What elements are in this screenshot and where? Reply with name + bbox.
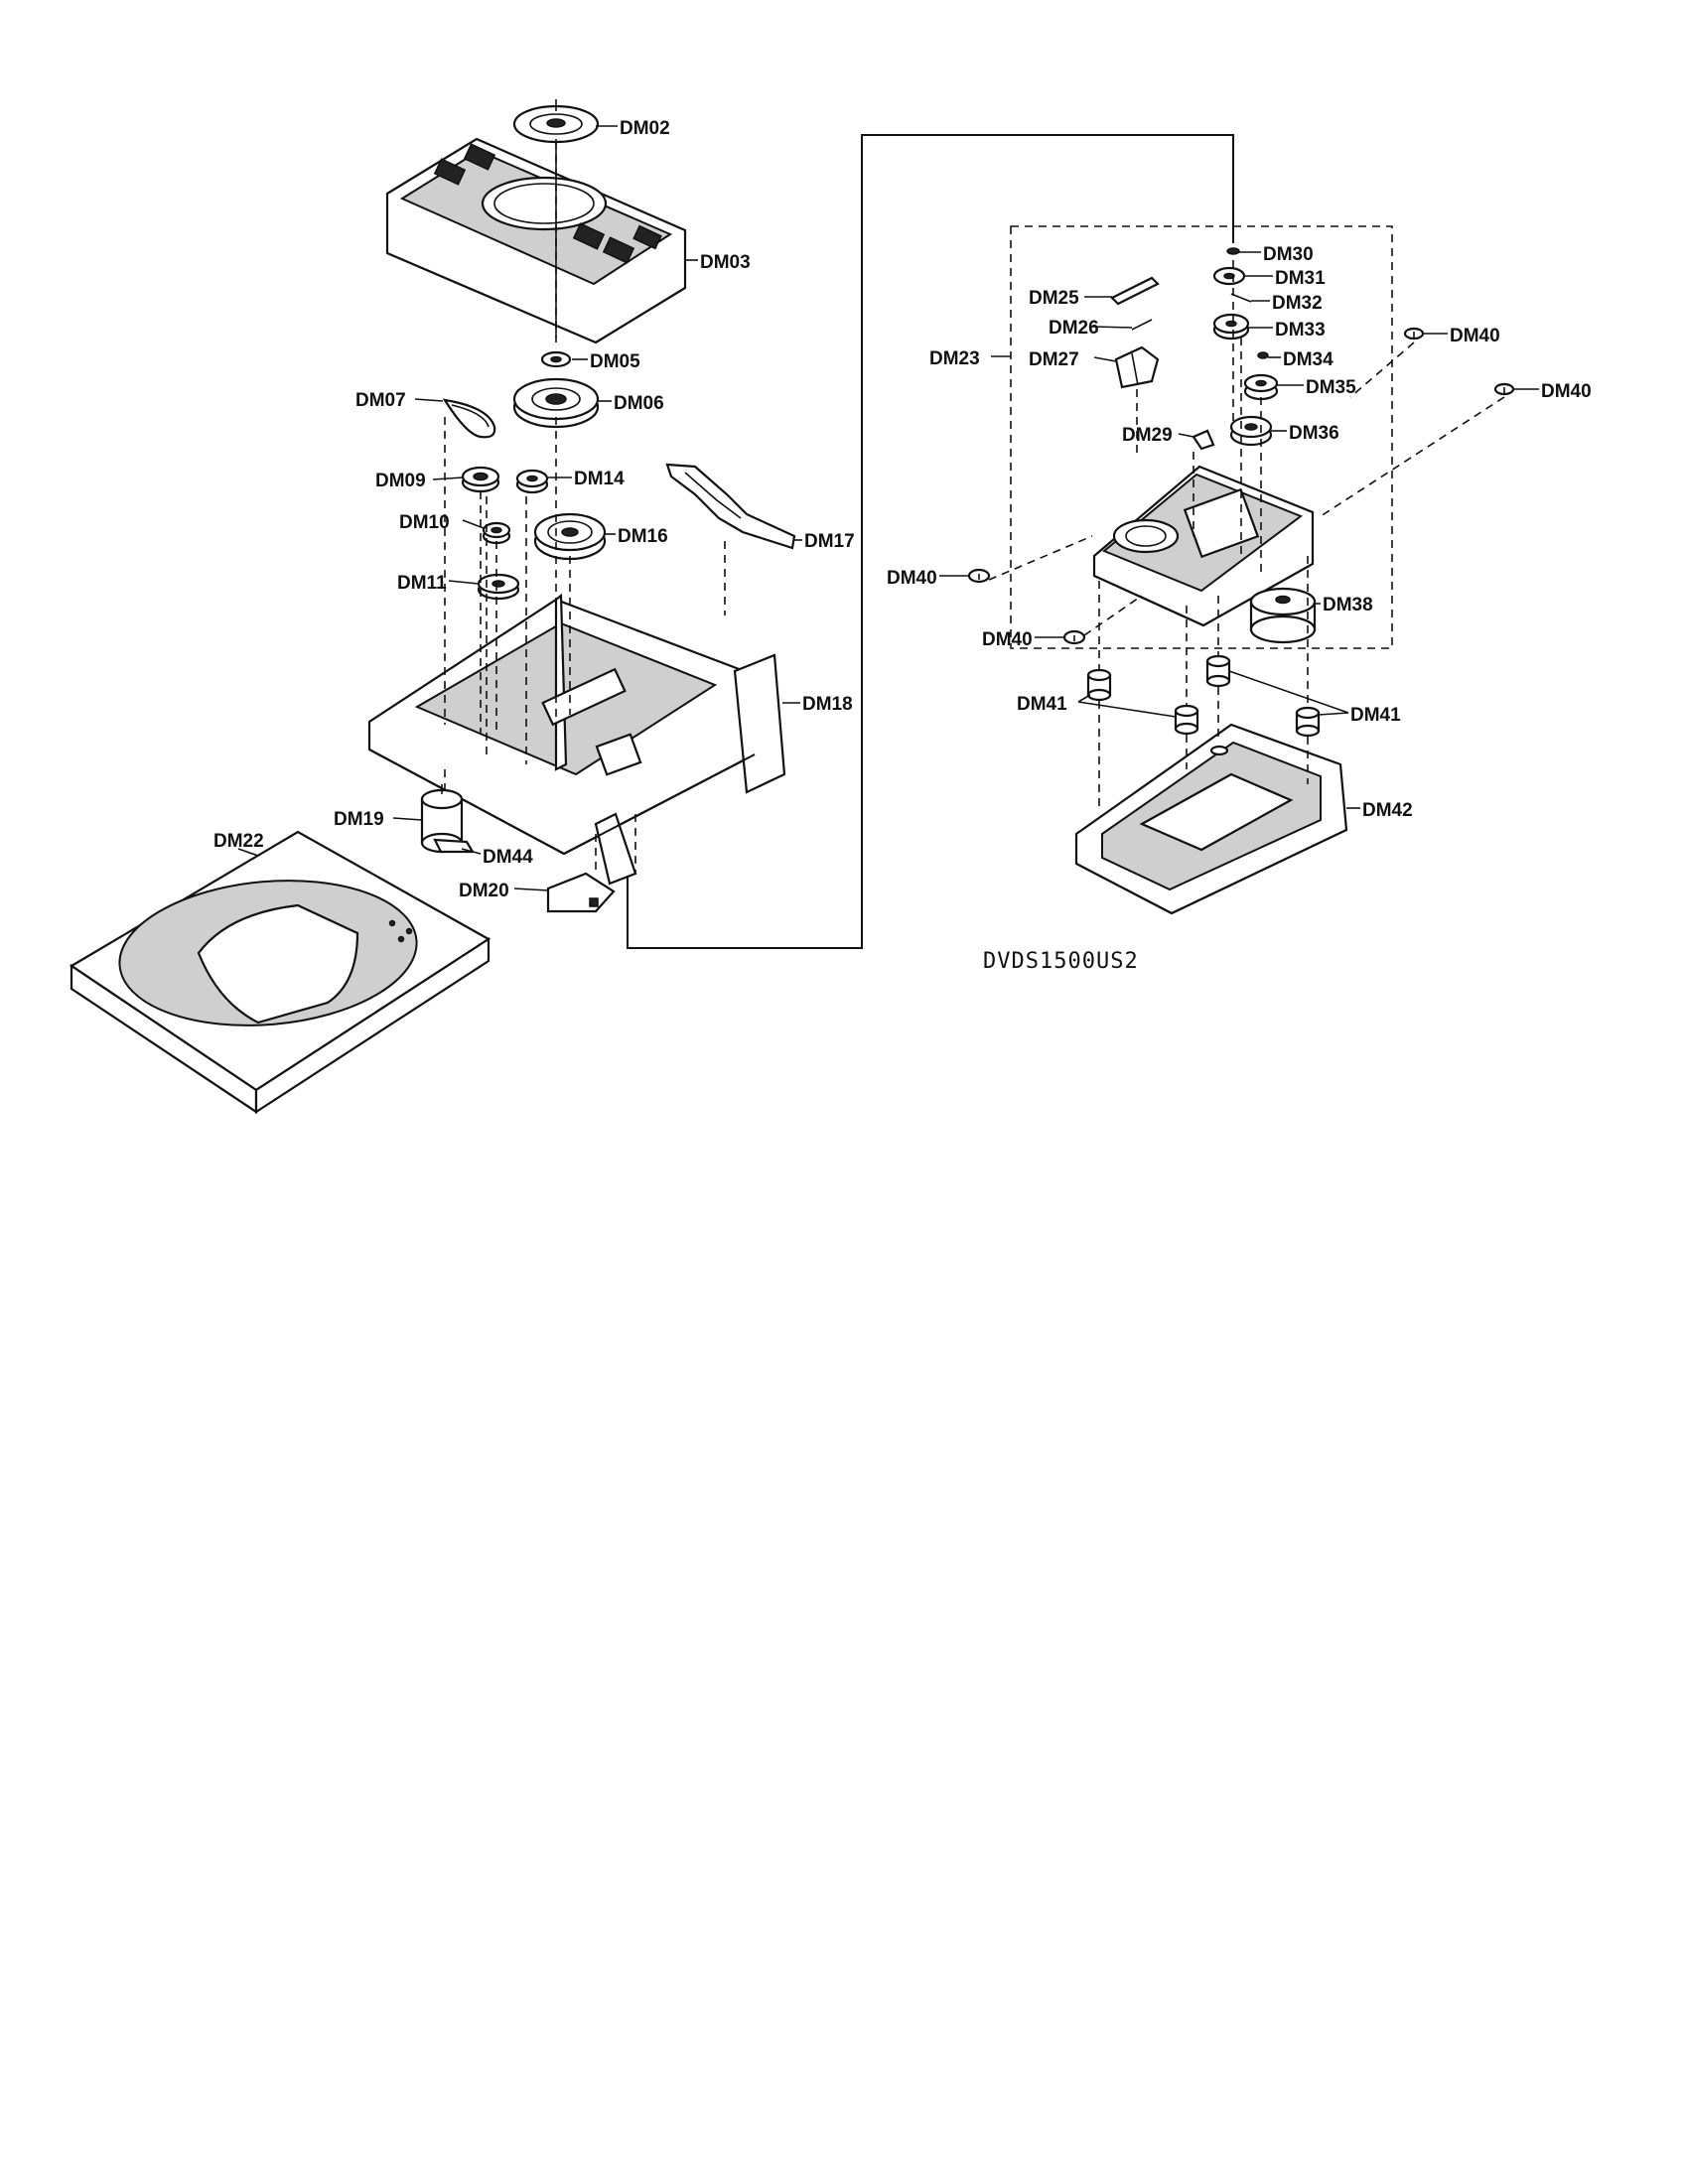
part-dm07-belt: [442, 398, 496, 439]
part-dm40-screw-3: [967, 568, 991, 584]
figure-code: DVDS1500US2: [983, 949, 1139, 974]
label-dm36: DM36: [1289, 423, 1339, 444]
part-dm42-base: [1074, 723, 1348, 915]
label-dm29: DM29: [1122, 425, 1173, 446]
part-dm17-cam-lever: [665, 463, 796, 550]
label-dm31: DM31: [1275, 268, 1326, 289]
label-dm03: DM03: [700, 252, 751, 273]
label-dm40-2: DM40: [1541, 381, 1592, 402]
part-dm41-mount-3: [1205, 654, 1231, 688]
part-dm32-spring: [1230, 293, 1252, 303]
connector-line: [627, 134, 1234, 949]
part-dm05-washer: [540, 350, 572, 368]
part-dm19-motor: [420, 784, 475, 854]
label-dm33: DM33: [1275, 320, 1326, 341]
label-dm35: DM35: [1306, 377, 1356, 398]
dm23-assembly-boundary: [1010, 225, 1393, 649]
label-dm27: DM27: [1029, 349, 1079, 370]
part-dm27-slider: [1114, 345, 1160, 389]
part-dm16-large-gear: [533, 512, 607, 561]
part-dm41-mount-2: [1174, 704, 1199, 736]
label-dm18: DM18: [802, 694, 853, 715]
part-dm26-shaft: [1131, 319, 1153, 331]
label-dm38: DM38: [1323, 595, 1373, 615]
part-dm20-bracket: [546, 872, 616, 913]
part-dm41-mount-1: [1086, 668, 1112, 702]
part-dm40-screw-2: [1493, 382, 1515, 396]
part-dm25-rail: [1110, 276, 1160, 306]
label-dm22: DM22: [213, 831, 264, 852]
label-dm25: DM25: [1029, 288, 1079, 309]
label-dm30: DM30: [1263, 244, 1314, 265]
part-dm23-traverse-mechanism: [1092, 465, 1315, 627]
part-dm41-mount-4: [1295, 706, 1321, 738]
label-dm06: DM06: [614, 393, 664, 414]
part-dm03-top-frame: [385, 137, 687, 344]
part-dm35-gear: [1243, 373, 1279, 401]
left-guide-lines: [444, 141, 726, 874]
part-dm02-disc: [512, 99, 600, 144]
label-dm44: DM44: [483, 847, 533, 868]
part-dm36-gear: [1229, 415, 1273, 447]
label-dm34: DM34: [1283, 349, 1333, 370]
label-dm11: DM11: [397, 573, 447, 594]
label-dm02: DM02: [620, 118, 670, 139]
part-dm18-chassis: [367, 593, 786, 886]
label-dm23: DM23: [929, 348, 980, 369]
label-dm19: DM19: [334, 809, 384, 830]
label-dm32: DM32: [1272, 293, 1323, 314]
label-dm41-2: DM41: [1350, 705, 1401, 726]
label-dm41-1: DM41: [1017, 694, 1067, 715]
part-dm22-disc-tray: [69, 830, 491, 1115]
label-dm20: DM20: [459, 881, 509, 901]
part-dm09-gear: [461, 466, 500, 493]
part-dm30-washer: [1226, 247, 1240, 255]
label-dm16: DM16: [618, 526, 668, 547]
leader-lines: [237, 125, 1539, 891]
label-dm10: DM10: [399, 512, 450, 533]
right-guide-lines: [988, 260, 1505, 809]
label-dm09: DM09: [375, 471, 426, 491]
part-dm29-clip: [1192, 429, 1215, 451]
label-dm42: DM42: [1362, 800, 1413, 821]
part-dm11-gear: [477, 573, 520, 601]
part-dm40-screw-1: [1403, 327, 1425, 341]
label-dm40-3: DM40: [887, 568, 937, 589]
part-dm10-gear: [482, 521, 511, 545]
label-dm40-4: DM40: [982, 629, 1033, 650]
label-dm17: DM17: [804, 531, 855, 552]
label-dm26: DM26: [1049, 318, 1099, 339]
label-dm07: DM07: [355, 390, 406, 411]
part-dm40-screw-4: [1062, 629, 1086, 645]
label-dm14: DM14: [574, 469, 625, 489]
part-dm34-washer: [1257, 351, 1269, 359]
label-dm05: DM05: [590, 351, 640, 372]
part-labels: DM02 DM03 DM05 DM06 DM07 DM09 DM10 DM11 …: [213, 118, 1592, 901]
part-dm06-pulley: [512, 377, 600, 429]
part-dm31-gear: [1212, 266, 1246, 286]
part-dm38-motor: [1249, 587, 1317, 644]
part-dm14-gear: [515, 469, 549, 494]
part-dm33-gear: [1212, 313, 1250, 341]
label-dm40-1: DM40: [1450, 326, 1500, 346]
